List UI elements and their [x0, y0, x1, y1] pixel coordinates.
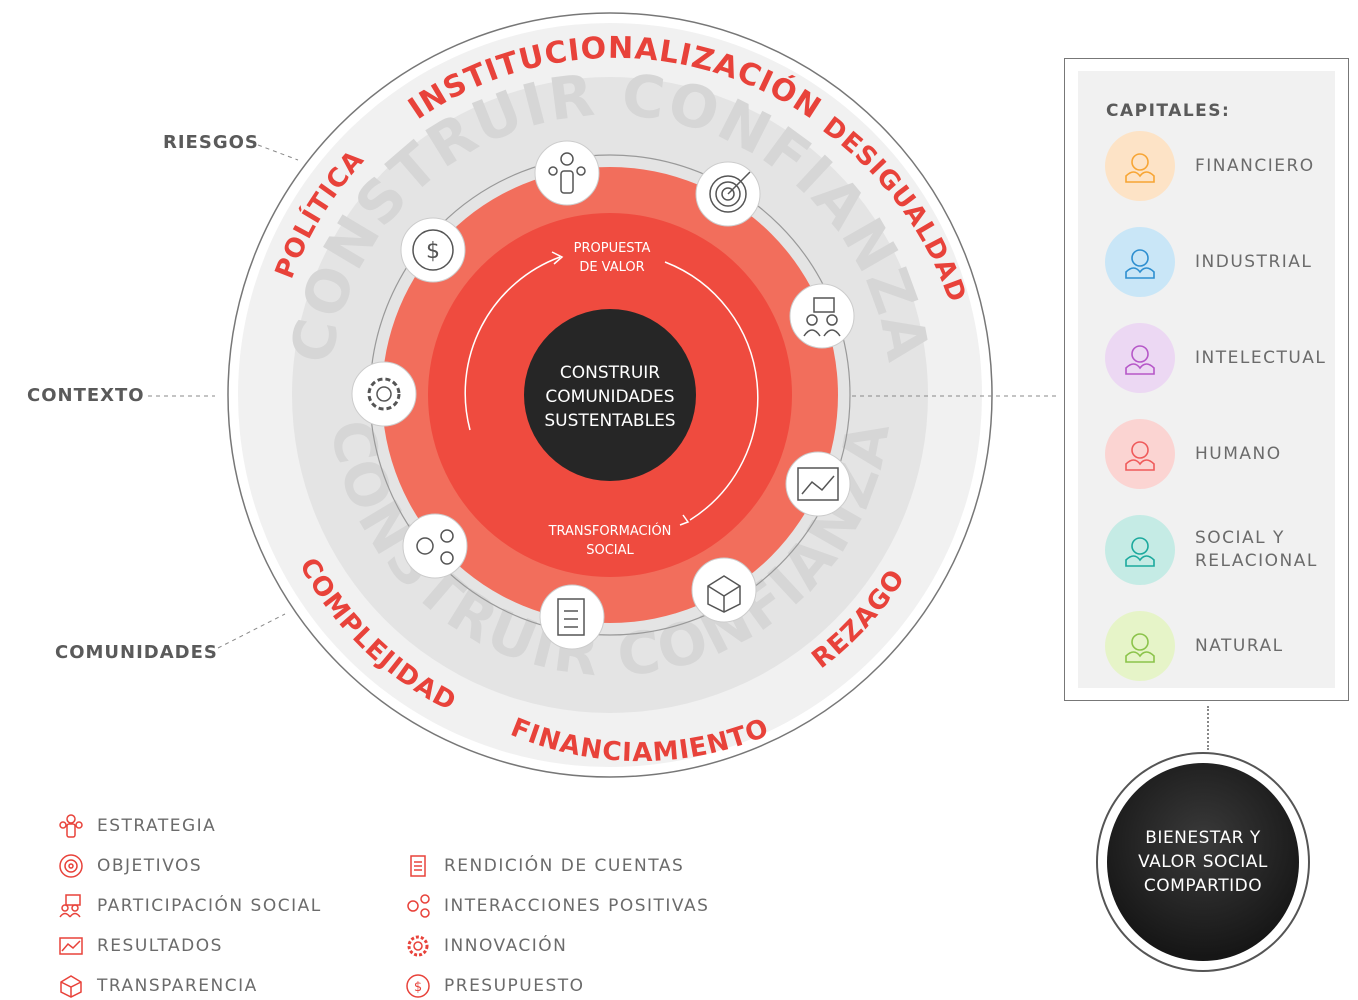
legend-item: $ PRESUPUESTO — [404, 972, 585, 1000]
gear-icon — [404, 932, 432, 960]
legend-item: PARTICIPACIÓN SOCIAL — [57, 892, 322, 920]
capital-label: INTELECTUAL — [1195, 347, 1327, 368]
ring-icon-clipboard — [539, 584, 605, 650]
money-hands-icon — [1105, 131, 1175, 201]
context-label-comunidades: COMUNIDADES — [55, 642, 218, 663]
comunidades-connector — [217, 613, 286, 649]
handshake-icon — [1105, 419, 1175, 489]
context-label-contexto: CONTEXTO — [27, 385, 145, 406]
interactions-icon — [404, 892, 432, 920]
legend-item: INNOVACIÓN — [404, 932, 567, 960]
capital-label: INDUSTRIAL — [1195, 251, 1313, 272]
transparency-box-icon — [57, 972, 85, 1000]
outcome-label: BIENESTAR Y VALOR SOCIAL COMPARTIDO — [1138, 828, 1268, 896]
capital-label: HUMANO — [1195, 443, 1282, 464]
svg-text:$: $ — [426, 239, 440, 264]
plant-hand-icon — [1105, 611, 1175, 681]
lightbulb-hand-icon — [1105, 323, 1175, 393]
ring-icon-transparency — [691, 557, 757, 623]
capital-item: SOCIAL Y RELACIONAL — [1105, 515, 1335, 585]
legend-label: OBJETIVOS — [97, 856, 203, 876]
cycle-arrow-bottom-head — [679, 514, 690, 526]
ring-icon-target — [695, 161, 761, 227]
legend-label: ESTRATEGIA — [97, 816, 217, 836]
legend-label: INTERACCIONES POSITIVAS — [444, 896, 710, 916]
ring-icon-dollar: $ — [400, 217, 466, 283]
capitales-title: CAPITALES: — [1106, 101, 1231, 121]
capital-item: FINANCIERO — [1105, 131, 1335, 201]
outcome-circle: BIENESTAR Y VALOR SOCIAL COMPARTIDO — [1096, 752, 1310, 972]
context-label-riesgos: RIESGOS — [163, 132, 259, 153]
capital-item: HUMANO — [1105, 419, 1335, 489]
dollar-coin-icon: $ — [404, 972, 432, 1000]
capital-label: FINANCIERO — [1195, 155, 1315, 176]
legend-label: RENDICIÓN DE CUENTAS — [444, 856, 685, 876]
ring-icon-interactions — [402, 513, 468, 579]
legend-label: PARTICIPACIÓN SOCIAL — [97, 896, 322, 916]
capital-label: SOCIAL Y RELACIONAL — [1195, 528, 1318, 571]
legend-label: PRESUPUESTO — [444, 976, 585, 996]
capital-item: INDUSTRIAL — [1105, 227, 1335, 297]
legend-item: ESTRATEGIA — [57, 812, 216, 840]
industrial-gear-hand-icon — [1105, 227, 1175, 297]
capital-item: INTELECTUAL — [1105, 323, 1335, 393]
legend-label: RESULTADOS — [97, 936, 223, 956]
results-chart-icon — [57, 932, 85, 960]
target-icon — [57, 852, 85, 880]
svg-text:$: $ — [414, 980, 422, 995]
clipboard-icon — [404, 852, 432, 880]
strategy-network-icon — [57, 812, 85, 840]
ring-icon-gear — [351, 361, 417, 427]
ring-icon-participation — [789, 283, 855, 349]
outcome-connector — [1207, 706, 1209, 750]
legend-item: OBJETIVOS — [57, 852, 202, 880]
legend-item: RENDICIÓN DE CUENTAS — [404, 852, 684, 880]
chat-hand-icon — [1105, 515, 1175, 585]
legend-item: INTERACCIONES POSITIVAS — [404, 892, 709, 920]
center-circle — [524, 309, 696, 481]
capital-item: NATURAL — [1105, 611, 1335, 681]
capital-label: NATURAL — [1195, 635, 1284, 656]
capitales-panel: CAPITALES: FINANCIERO INDUSTRIAL INTELECTU… — [1064, 58, 1349, 701]
legend-item: TRANSPARENCIA — [57, 972, 258, 1000]
ring-icon-results — [785, 451, 851, 517]
participation-icon — [57, 892, 85, 920]
legend-label: INNOVACIÓN — [444, 936, 568, 956]
ring-icon-strategy — [534, 140, 600, 206]
cycle-arrow-top-head — [551, 251, 564, 265]
legend-item: RESULTADOS — [57, 932, 223, 960]
cycle-arrow-bottom — [664, 261, 759, 521]
legend-label: TRANSPARENCIA — [97, 976, 258, 996]
riesgos-connector — [257, 144, 299, 161]
cycle-arrow-top — [464, 256, 561, 431]
